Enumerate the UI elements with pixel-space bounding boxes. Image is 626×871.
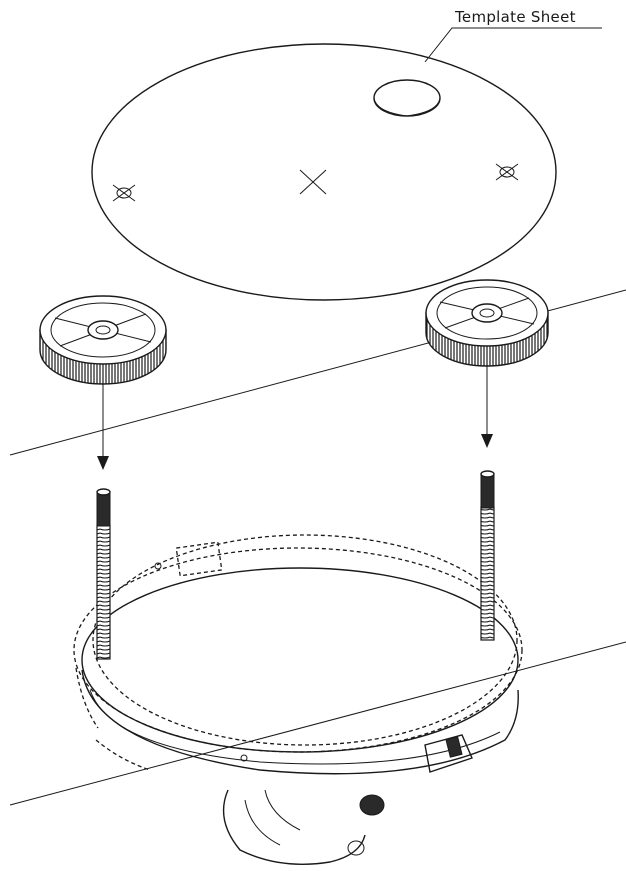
cable-hole <box>373 79 441 117</box>
template-sheet-callout: Template Sheet <box>424 8 602 63</box>
mounting-knob-left <box>39 295 167 385</box>
screw-hole-right-icon <box>495 163 519 181</box>
threaded-rod-left <box>96 488 111 660</box>
threaded-rod-right <box>480 470 495 641</box>
arrow-down-right-icon <box>481 360 493 448</box>
camera-base <box>73 534 523 865</box>
side-slot <box>424 734 473 773</box>
screw-hole-left-icon <box>112 184 136 202</box>
leader-line <box>424 27 602 63</box>
mounting-knob-right <box>425 279 549 367</box>
template-sheet-label: Template Sheet <box>454 8 576 26</box>
connector-icon <box>154 541 223 577</box>
template-sheet <box>91 43 557 301</box>
arrow-down-left-icon <box>97 380 109 470</box>
center-mark-icon <box>299 169 327 195</box>
